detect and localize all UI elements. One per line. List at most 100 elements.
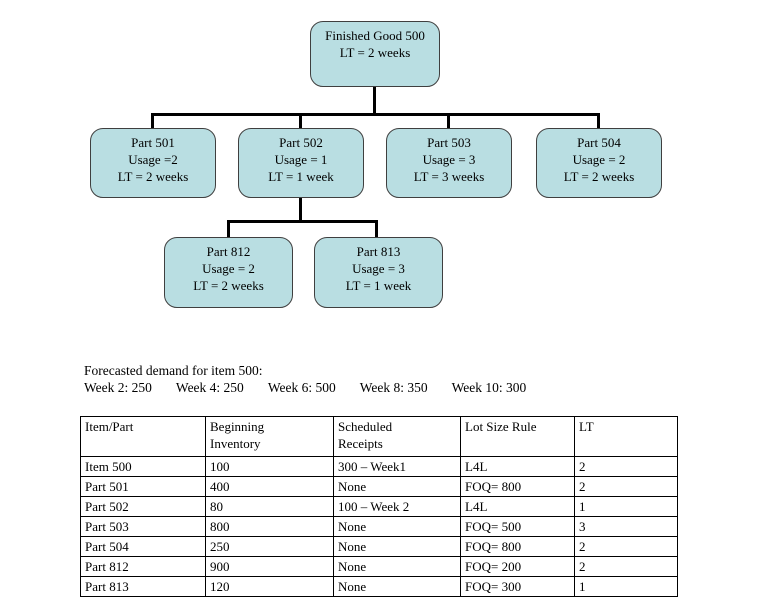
node-line: LT = 2 weeks bbox=[193, 278, 264, 293]
node-line: Usage = 2 bbox=[202, 261, 255, 276]
node-line: Finished Good 500 bbox=[325, 28, 425, 43]
forecast-entry: Week 6: 500 bbox=[267, 380, 336, 395]
table-cell: 250 bbox=[205, 536, 334, 557]
node-line: Usage = 1 bbox=[274, 152, 328, 167]
table-cell: 300 – Week1 bbox=[333, 456, 461, 477]
node-line: Part 502 bbox=[279, 135, 323, 150]
node-line: LT = 2 weeks bbox=[117, 169, 189, 184]
node-part-504: Part 504 Usage = 2 LT = 2 weeks bbox=[536, 128, 662, 198]
table-cell: 80 bbox=[205, 496, 334, 517]
table-cell: None bbox=[333, 536, 461, 557]
table-cell: FOQ= 500 bbox=[460, 516, 575, 537]
mrp-parameters-table: Item/Part Beginning Inventory Scheduled … bbox=[80, 416, 678, 597]
table-cell: 3 bbox=[574, 516, 678, 537]
connector-stub-part501 bbox=[151, 113, 154, 129]
table-cell: 120 bbox=[205, 576, 334, 597]
table-cell: L4L bbox=[460, 456, 575, 477]
node-part-503: Part 503 Usage = 3 LT = 3 weeks bbox=[386, 128, 512, 198]
forecast-values: Week 2: 250 Week 4: 250 Week 6: 500 Week 8:… bbox=[84, 379, 526, 396]
col-header-item-part: Item/Part bbox=[80, 416, 206, 457]
node-part-813: Part 813 Usage = 3 LT = 1 week bbox=[314, 237, 443, 308]
node-line: Part 504 bbox=[577, 135, 621, 150]
table-cell: FOQ= 200 bbox=[460, 556, 575, 577]
table-cell: None bbox=[333, 576, 461, 597]
table-cell: Part 503 bbox=[80, 516, 206, 537]
forecast-entry: Week 10: 300 bbox=[451, 380, 527, 395]
node-line: Usage = 3 bbox=[422, 152, 476, 167]
header-line: Item/Part bbox=[85, 419, 134, 434]
table-row: Part 812 900 None FOQ= 200 2 bbox=[80, 556, 678, 577]
table-cell: 2 bbox=[574, 476, 678, 497]
table-cell: Item 500 bbox=[80, 456, 206, 477]
node-part-502: Part 502 Usage = 1 LT = 1 week bbox=[238, 128, 364, 198]
node-part-501: Part 501 Usage =2 LT = 2 weeks bbox=[90, 128, 216, 198]
node-line: LT = 2 weeks bbox=[563, 169, 635, 184]
header-line: Scheduled bbox=[338, 419, 393, 434]
table-cell: FOQ= 300 bbox=[460, 576, 575, 597]
connector-fg500-down bbox=[373, 86, 376, 115]
node-part-812: Part 812 Usage = 2 LT = 2 weeks bbox=[164, 237, 293, 308]
connector-level2-bus bbox=[227, 220, 378, 223]
table-cell: 2 bbox=[574, 536, 678, 557]
bom-tree-diagram: Finished Good 500 LT = 2 weeks Part 501 … bbox=[90, 21, 662, 308]
table-row: Part 502 80 100 – Week 2 L4L 1 bbox=[80, 496, 678, 517]
connector-stub-part504 bbox=[597, 113, 600, 129]
node-line: Part 501 bbox=[131, 135, 175, 150]
table-cell: Part 501 bbox=[80, 476, 206, 497]
table-header-row: Item/Part Beginning Inventory Scheduled … bbox=[80, 416, 678, 457]
table-cell: None bbox=[333, 476, 461, 497]
node-line: LT = 3 weeks bbox=[413, 169, 485, 184]
header-line: LT bbox=[579, 419, 594, 434]
connector-stub-part502 bbox=[299, 113, 302, 129]
connector-part502-down bbox=[299, 197, 302, 223]
table-cell: FOQ= 800 bbox=[460, 476, 575, 497]
table-cell: Part 502 bbox=[80, 496, 206, 517]
node-line: Usage =2 bbox=[128, 152, 178, 167]
header-line: Beginning bbox=[210, 419, 265, 434]
table-row: Part 813 120 None FOQ= 300 1 bbox=[80, 576, 678, 597]
table-cell: 900 bbox=[205, 556, 334, 577]
table-cell: 100 – Week 2 bbox=[333, 496, 461, 517]
forecast-entry: Week 4: 250 bbox=[175, 380, 244, 395]
table-cell: Part 812 bbox=[80, 556, 206, 577]
table-cell: 1 bbox=[574, 496, 678, 517]
header-line: Lot Size Rule bbox=[465, 419, 537, 434]
connector-stub-part812 bbox=[227, 220, 230, 238]
table-cell: L4L bbox=[460, 496, 575, 517]
forecast-entry: Week 8: 350 bbox=[359, 380, 428, 395]
table-cell: 2 bbox=[574, 556, 678, 577]
node-finished-good-500: Finished Good 500 LT = 2 weeks bbox=[310, 21, 440, 87]
node-line: LT = 1 week bbox=[345, 278, 412, 293]
node-line: LT = 2 weeks bbox=[339, 45, 411, 60]
col-header-beginning-inventory: Beginning Inventory bbox=[205, 416, 334, 457]
table-cell: FOQ= 800 bbox=[460, 536, 575, 557]
table-row: Part 504 250 None FOQ= 800 2 bbox=[80, 536, 678, 557]
table-cell: 400 bbox=[205, 476, 334, 497]
table-row: Item 500 100 300 – Week1 L4L 2 bbox=[80, 456, 678, 477]
node-line: LT = 1 week bbox=[268, 169, 334, 184]
header-line: Receipts bbox=[338, 436, 383, 451]
connector-level1-bus bbox=[151, 113, 600, 116]
forecast-section: Forecasted demand for item 500: Week 2: … bbox=[84, 362, 526, 396]
node-line: Part 812 bbox=[206, 244, 251, 259]
node-line: Part 503 bbox=[427, 135, 471, 150]
table-row: Part 503 800 None FOQ= 500 3 bbox=[80, 516, 678, 537]
table-cell: Part 504 bbox=[80, 536, 206, 557]
table-cell: None bbox=[333, 516, 461, 537]
forecast-title: Forecasted demand for item 500: bbox=[84, 363, 263, 378]
table-cell: Part 813 bbox=[80, 576, 206, 597]
node-line: Usage = 3 bbox=[352, 261, 405, 276]
table-cell: None bbox=[333, 556, 461, 577]
forecast-entry: Week 2: 250 bbox=[84, 380, 152, 395]
node-line: Part 813 bbox=[356, 244, 401, 259]
connector-stub-part503 bbox=[447, 113, 450, 129]
header-line: Inventory bbox=[210, 436, 261, 451]
table-row: Part 501 400 None FOQ= 800 2 bbox=[80, 476, 678, 497]
node-line: Usage = 2 bbox=[572, 152, 626, 167]
table-cell: 100 bbox=[205, 456, 334, 477]
table-cell: 2 bbox=[574, 456, 678, 477]
table-cell: 1 bbox=[574, 576, 678, 597]
connector-stub-part813 bbox=[375, 220, 378, 238]
table-cell: 800 bbox=[205, 516, 334, 537]
col-header-scheduled-receipts: Scheduled Receipts bbox=[333, 416, 461, 457]
